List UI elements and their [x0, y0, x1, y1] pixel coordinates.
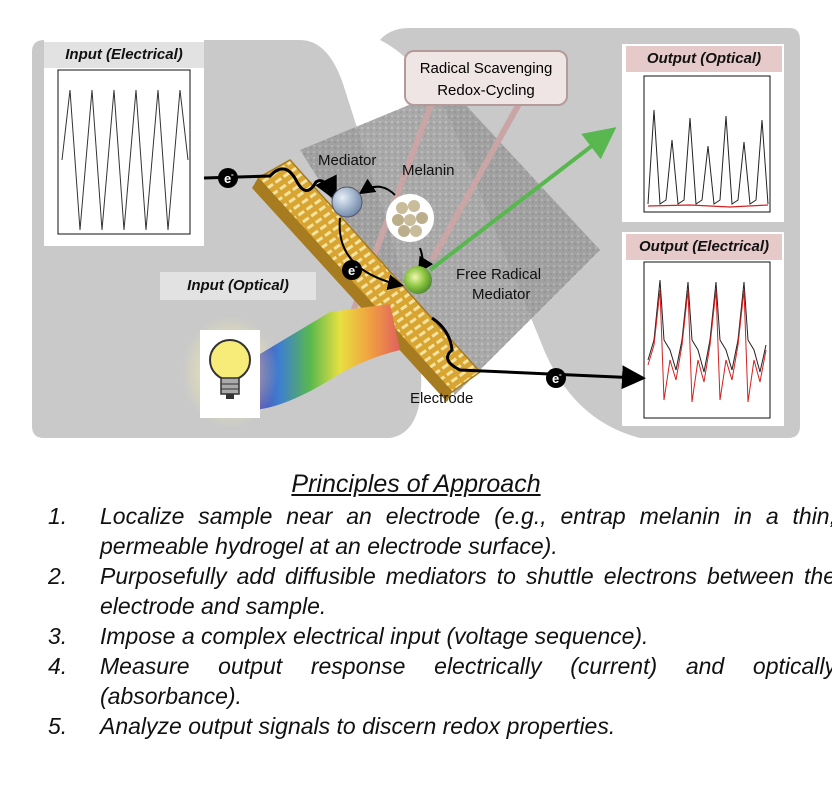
mediator-molecule: [331, 186, 363, 218]
principle-text: Localize sample near an electrode (e.g.,…: [100, 503, 832, 559]
principle-item: 2. Purposefully add diffusible mediators…: [48, 561, 832, 621]
output-electrical-trace-red: [647, 289, 767, 403]
redox-arc-scavenge: [358, 178, 396, 196]
principle-text: Measure output response electrically (cu…: [100, 653, 832, 709]
input-electrical-plot: [57, 69, 191, 235]
output-optical-baseline: [647, 204, 769, 208]
electron-charge: -: [559, 370, 562, 379]
callout-pointer: [429, 100, 523, 262]
electron-charge: -: [231, 170, 234, 179]
input-electrical-trace: [61, 89, 189, 231]
principle-item: 1. Localize sample near an electrode (e.…: [48, 501, 832, 561]
output-optical-trace: [647, 109, 769, 205]
electron-icon: e -: [218, 168, 238, 188]
principle-number: 1.: [48, 503, 68, 529]
electron-symbol: e: [348, 263, 355, 278]
principles-title: Principles of Approach: [291, 470, 541, 498]
melanin-label: Melanin: [402, 162, 455, 179]
output-electrical-trace-black: [647, 279, 767, 373]
output-optical-header: Output (Optical): [626, 46, 782, 72]
light-rainbow: [250, 304, 400, 410]
hydrogel-slab: [300, 88, 600, 395]
electron-symbol: e: [552, 371, 559, 386]
principle-number: 3.: [48, 623, 68, 649]
electron-icon: e -: [546, 368, 566, 388]
electrode-label: Electrode: [410, 390, 474, 407]
output-optical-plot: [643, 75, 771, 213]
output-electrical-header: Output (Electrical): [626, 234, 782, 260]
electron-icon: e -: [342, 260, 362, 280]
mediator-label: Mediator: [318, 152, 377, 169]
principle-number: 2.: [48, 563, 68, 589]
principle-text: Purposefully add diffusible mediators to…: [100, 563, 832, 619]
diagram-canvas: e - e - e -: [32, 28, 800, 438]
principle-number: 4.: [48, 653, 68, 679]
principle-number: 5.: [48, 713, 68, 739]
input-optical-header: Input (Optical): [160, 272, 316, 300]
principle-item: 4. Measure output response electrically …: [48, 651, 832, 711]
principles-section: Principles of Approach 1. Localize sampl…: [0, 470, 832, 741]
electrode-edge: [252, 178, 452, 402]
principle-text: Analyze output signals to discern redox …: [100, 713, 616, 739]
electron-input-wire: [203, 167, 337, 202]
melanin-granule: [386, 194, 434, 242]
light-bulb-icon: [209, 339, 251, 399]
free-radical-label-1: Free Radical: [456, 266, 542, 283]
callout-line-2: Redox-Cycling: [437, 82, 535, 99]
input-electrical-header: Input (Electrical): [44, 42, 204, 68]
output-electrical-plot: [643, 261, 771, 419]
electron-charge: -: [355, 262, 358, 271]
optical-output-arrow: [428, 127, 617, 272]
free-radical-mediator: [404, 266, 432, 294]
callout-line-1: Radical Scavenging: [419, 60, 553, 77]
diagram: e - e - e - Input (Electrical) Input (Op…: [32, 28, 800, 438]
principle-item: 3. Impose a complex electrical input (vo…: [48, 621, 832, 651]
electron-symbol: e: [224, 171, 231, 186]
radical-scavenging-callout: Radical Scavenging Redox-Cycling: [404, 50, 568, 106]
free-radical-label-2: Mediator: [472, 286, 531, 303]
principle-text: Impose a complex electrical input (volta…: [100, 623, 649, 649]
principle-item: 5. Analyze output signals to discern red…: [48, 711, 832, 741]
electron-output-wire: [431, 316, 646, 390]
